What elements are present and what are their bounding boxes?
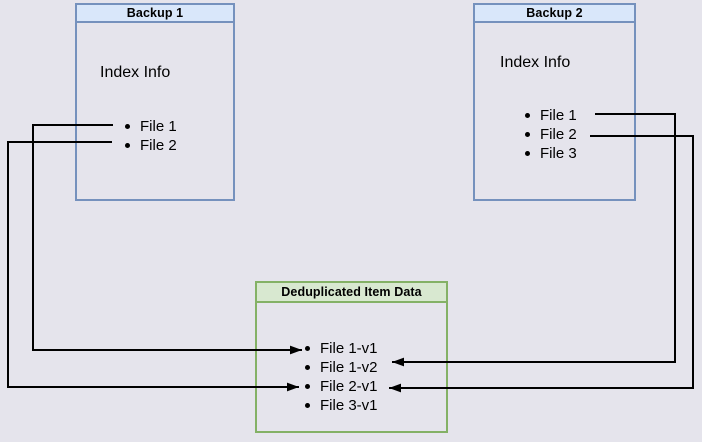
dedup-box: Deduplicated Item Data File 1-v1 File 1-…: [255, 281, 448, 433]
bullet-icon: [525, 132, 530, 137]
bullet-icon: [125, 124, 130, 129]
dedup-item-1: File 1-v1: [320, 340, 378, 357]
list-item: File 1: [117, 117, 177, 136]
bullet-icon: [305, 384, 310, 389]
backup1-box: Backup 1 Index Info File 1 File 2: [75, 3, 235, 201]
list-item: File 2-v1: [297, 377, 378, 396]
list-item: File 2: [517, 125, 577, 144]
backup2-title: Backup 2: [475, 5, 634, 23]
list-item: File 1-v2: [297, 358, 378, 377]
list-item: File 1-v1: [297, 339, 378, 358]
dedup-title: Deduplicated Item Data: [257, 283, 446, 303]
bullet-icon: [305, 365, 310, 370]
backup2-file-list: File 1 File 2 File 3: [517, 106, 577, 163]
backup2-file-2: File 2: [540, 126, 577, 143]
backup2-box: Backup 2 Index Info File 1 File 2 File 3: [473, 3, 636, 201]
backup2-file-1: File 1: [540, 107, 577, 124]
backup1-file-2: File 2: [140, 137, 177, 154]
bullet-icon: [125, 143, 130, 148]
list-item: File 3-v1: [297, 396, 378, 415]
bullet-icon: [305, 403, 310, 408]
list-item: File 1: [517, 106, 577, 125]
bullet-icon: [525, 151, 530, 156]
backup2-index-label: Index Info: [500, 54, 571, 71]
bullet-icon: [305, 346, 310, 351]
backup2-file-3: File 3: [540, 145, 577, 162]
dedup-item-2: File 1-v2: [320, 359, 378, 376]
list-item: File 2: [117, 136, 177, 155]
list-item: File 3: [517, 144, 577, 163]
backup1-file-1: File 1: [140, 118, 177, 135]
dedup-item-list: File 1-v1 File 1-v2 File 2-v1 File 3-v1: [297, 339, 378, 415]
bullet-icon: [525, 113, 530, 118]
backup1-file-list: File 1 File 2: [117, 117, 177, 155]
dedup-item-3: File 2-v1: [320, 378, 378, 395]
backup1-title: Backup 1: [77, 5, 233, 23]
backup1-index-label: Index Info: [100, 64, 171, 81]
dedup-item-4: File 3-v1: [320, 397, 378, 414]
